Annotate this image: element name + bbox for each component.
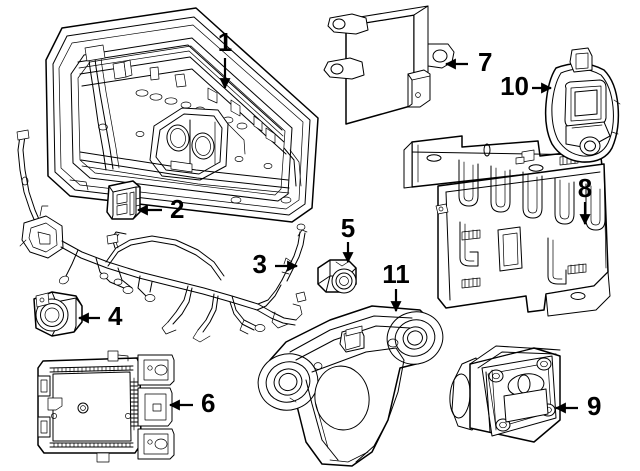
part-2-retainer-clip <box>106 180 141 220</box>
callout-label-5: 5 <box>341 213 355 243</box>
module-fins-bottom <box>53 442 131 448</box>
callout-label-6: 6 <box>201 388 215 418</box>
callout-label-3: 3 <box>253 249 267 279</box>
grille-upper-tabs <box>112 59 276 144</box>
grille-emblem-housing <box>149 107 246 181</box>
callout-label-10: 10 <box>500 71 529 101</box>
part-11-camera-bracket <box>257 305 444 467</box>
callout-label-1: 1 <box>218 27 232 57</box>
part-7-radar-module <box>323 5 455 125</box>
bracket-studs <box>461 154 587 289</box>
part-8-mounting-bracket <box>403 135 611 317</box>
part-5-parking-sensor <box>317 259 357 294</box>
callout-label-4: 4 <box>108 301 123 331</box>
module-fins-top <box>53 365 131 373</box>
part-10-sensor-cover-bezel <box>544 47 621 163</box>
callout-label-8: 8 <box>578 173 592 203</box>
callout-labels: 1 2 3 4 5 6 7 8 9 10 11 <box>108 27 601 421</box>
callout-label-7: 7 <box>478 47 492 77</box>
part-9-camera-module <box>449 345 561 443</box>
callout-label-2: 2 <box>170 194 184 224</box>
callout-label-11: 11 <box>382 259 410 289</box>
part-1-grille-assembly <box>45 7 319 223</box>
part-4-parking-sensor <box>33 291 83 337</box>
part-6-control-module <box>37 350 175 463</box>
callout-leaders <box>77 58 591 414</box>
callout-label-9: 9 <box>587 391 601 421</box>
